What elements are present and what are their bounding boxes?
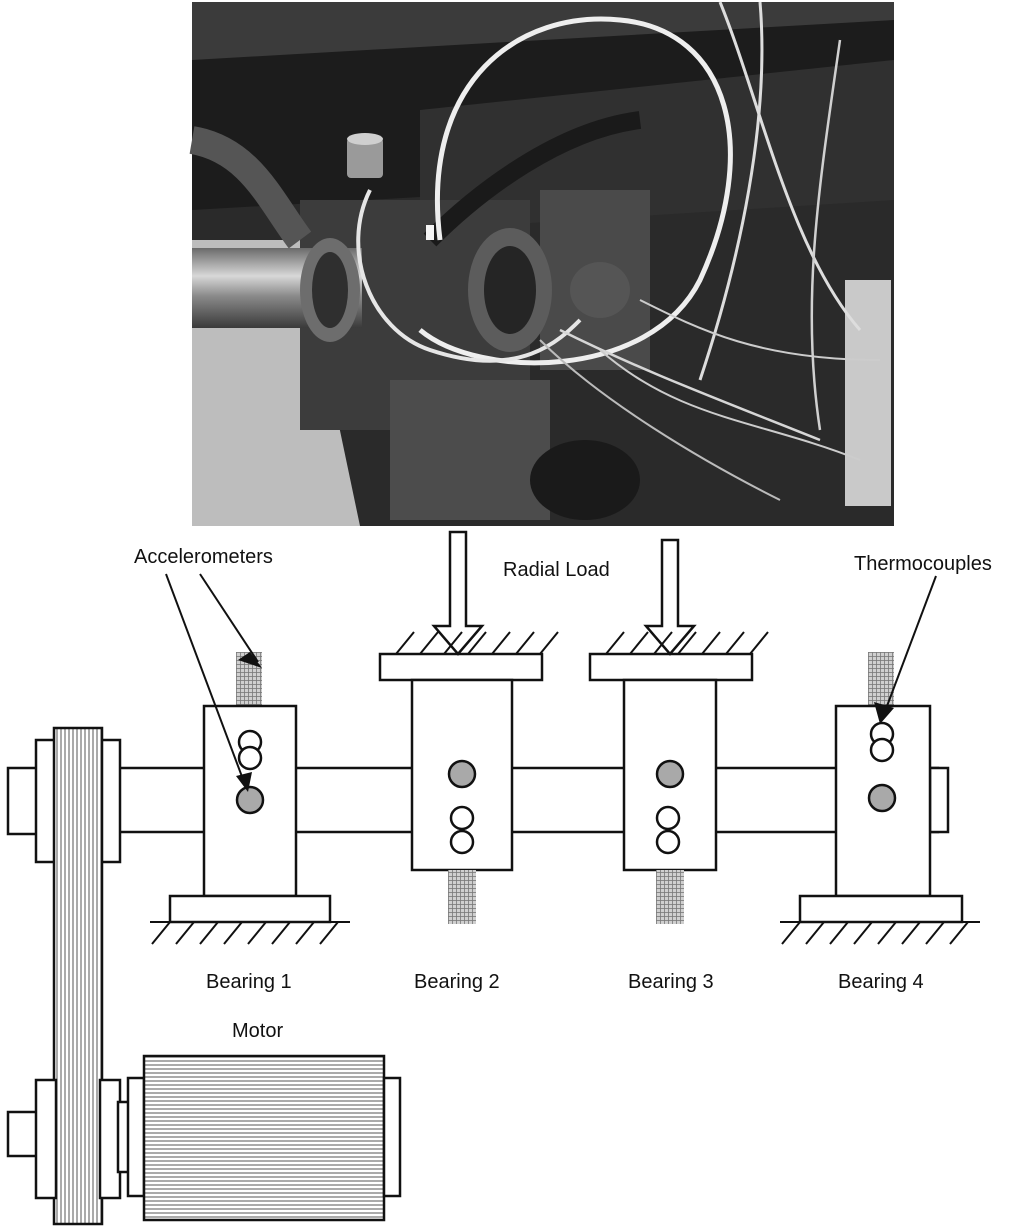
motor-label: Motor [232,1020,283,1042]
bearing-3-accelerometer [655,759,685,789]
bearing-2-label: Bearing 2 [414,971,500,993]
radial-load-label: Radial Load [503,559,610,581]
accelerometers-label: Accelerometers [134,546,273,568]
bearing-2 [378,652,544,924]
thermocouples-label: Thermocouples [854,553,992,575]
bearing-2-sensor-bottom [448,870,476,924]
rig-photo [188,1,894,526]
leader-arrowheads [236,652,894,792]
leader-lines [165,573,937,783]
bearing-3-label: Bearing 3 [628,971,714,993]
bearing-4-base [798,894,964,924]
motor-flange-left [126,1076,146,1198]
shaft-end-right [928,766,950,834]
pulley-hub-left [6,766,40,836]
bearing-3 [588,652,754,924]
bearing-1-base [168,894,332,924]
bearing-1 [168,652,332,924]
motor-flange-right [382,1076,402,1198]
bearing-3-sensor-bottom [656,870,684,924]
bearing-4-label: Bearing 4 [838,971,924,993]
bearing-3-plate [588,652,754,682]
radial-load-arrow-3 [643,538,697,656]
ground-hatching [150,631,980,945]
bearing-1-label: Bearing 1 [206,971,292,993]
bearing-1-accelerometer [235,785,265,815]
motor-body [142,1054,386,1222]
bearing-2-accelerometer [447,759,477,789]
bearing-2-plate [378,652,544,682]
radial-load-arrow-2 [431,530,485,656]
rig-schematic [6,530,964,1226]
bearing-4-accelerometer [867,783,897,813]
bearing-4 [798,652,964,924]
drive-belt [52,726,104,1226]
